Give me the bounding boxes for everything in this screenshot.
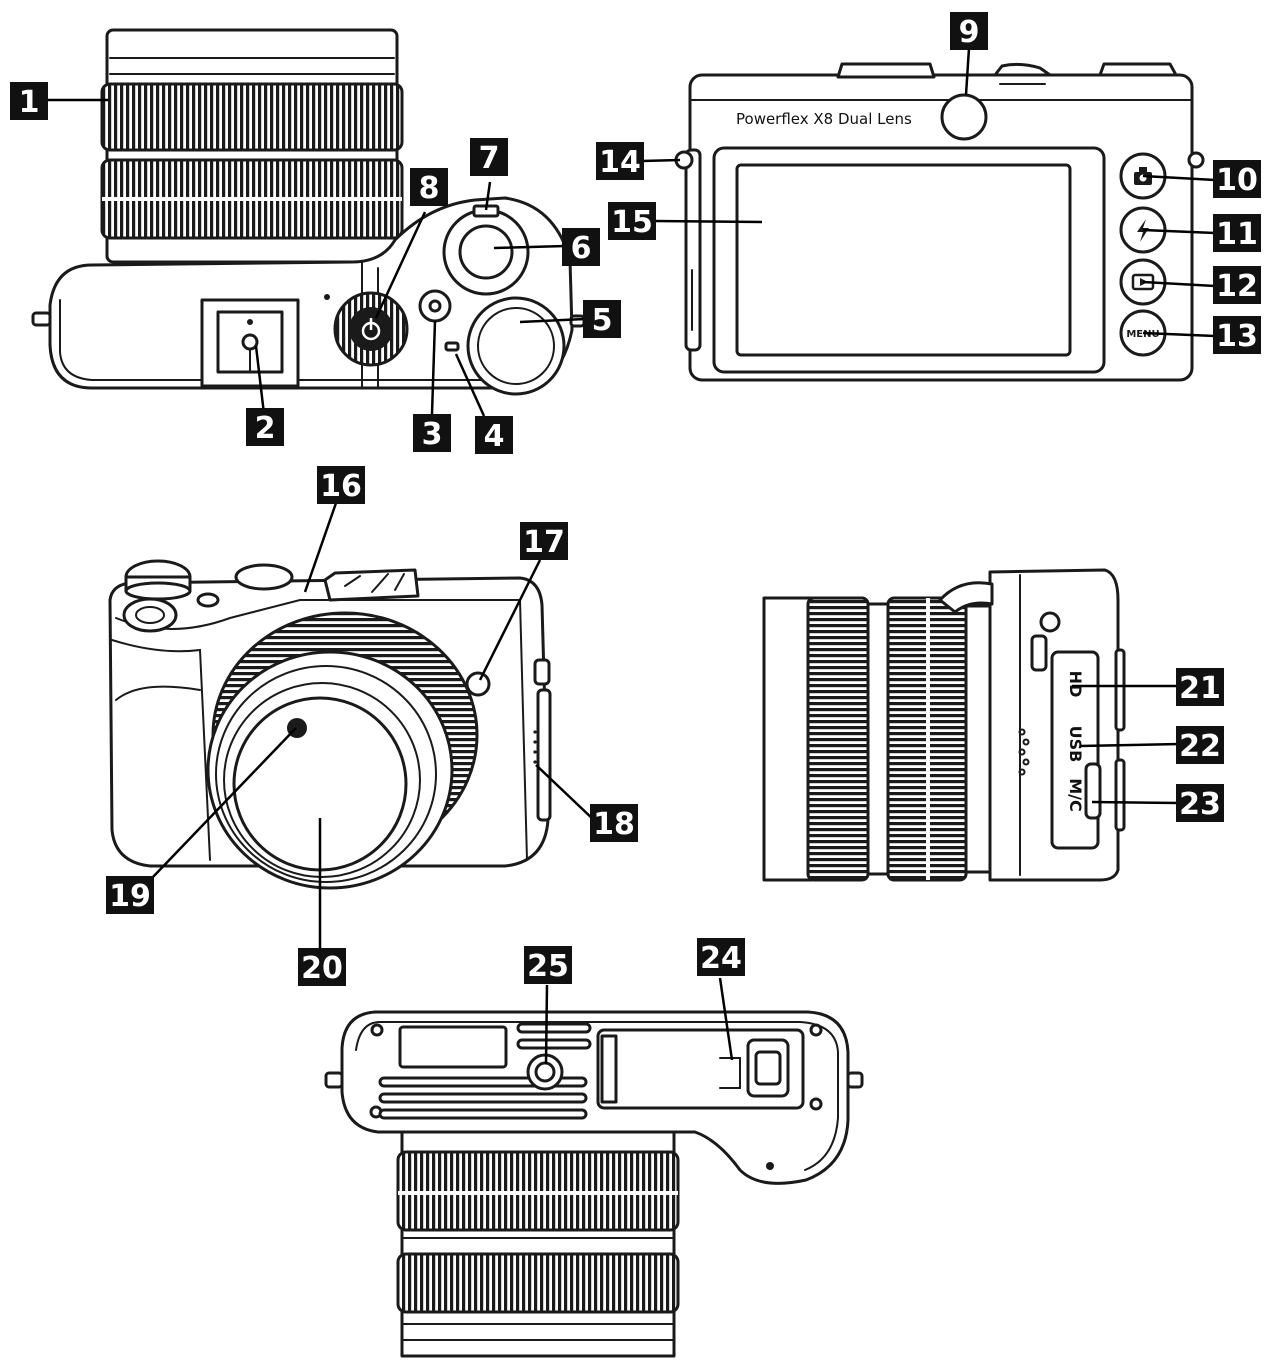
svg-text:13: 13 [1216, 319, 1258, 354]
callout-8: 8 [410, 168, 448, 206]
svg-text:24: 24 [700, 941, 742, 976]
front-lens-window [940, 93, 988, 141]
front-lens-assembly [206, 611, 479, 890]
zoom-ring[interactable] [100, 82, 404, 152]
callout-5: 5 [583, 300, 621, 338]
callout-12: 12 [1213, 266, 1261, 304]
front-hot-shoe [323, 568, 420, 602]
callout-23: 23 [1176, 784, 1224, 822]
svg-text:3: 3 [422, 417, 443, 452]
svg-text:1: 1 [19, 85, 40, 120]
svg-text:2: 2 [255, 411, 276, 446]
side-zoom-ring [806, 596, 870, 882]
mode-dial[interactable] [466, 296, 566, 396]
back-view: Powerflex X8 Dual Lens [674, 62, 1205, 382]
memory-card-label: M/C [1066, 778, 1085, 812]
bottom-view [324, 1010, 864, 1358]
vents [378, 1022, 592, 1120]
callout-17: 17 [520, 522, 568, 560]
model-label: Powerflex X8 Dual Lens [736, 110, 912, 128]
wifi-button[interactable] [418, 289, 452, 323]
svg-text:16: 16 [320, 469, 362, 504]
svg-text:10: 10 [1216, 163, 1258, 198]
callout-15: 15 [608, 202, 656, 240]
svg-text:20: 20 [301, 951, 343, 986]
callout-6: 6 [562, 228, 600, 266]
lcd-screen[interactable] [735, 163, 1072, 357]
callout-9: 9 [950, 12, 988, 50]
callout-25: 25 [524, 946, 572, 984]
battery-door-latch[interactable] [754, 1050, 782, 1086]
callout-1: 1 [10, 82, 48, 120]
svg-text:17: 17 [523, 525, 565, 560]
svg-text:5: 5 [592, 303, 613, 338]
top-view [31, 28, 586, 396]
svg-text:14: 14 [599, 145, 641, 180]
menu-icon: MENU [1126, 329, 1159, 340]
svg-text:8: 8 [419, 171, 440, 206]
svg-text:18: 18 [593, 807, 635, 842]
callout-21: 21 [1176, 668, 1224, 706]
svg-text:25: 25 [527, 949, 569, 984]
svg-text:15: 15 [611, 205, 653, 240]
side-view: HD USB M/C [762, 568, 1126, 882]
power-button[interactable] [333, 291, 409, 367]
svg-text:19: 19 [109, 879, 151, 914]
svg-text:11: 11 [1216, 217, 1258, 252]
callout-16: 16 [317, 466, 365, 504]
callout-14: 14 [596, 142, 644, 180]
svg-text:6: 6 [571, 231, 592, 266]
svg-text:21: 21 [1179, 671, 1221, 706]
battery-door[interactable] [596, 1028, 805, 1110]
svg-text:12: 12 [1216, 269, 1258, 304]
callout-18: 18 [590, 804, 638, 842]
svg-text:23: 23 [1179, 787, 1221, 822]
callout-2: 2 [246, 408, 284, 446]
bottom-focus-ring [396, 1252, 680, 1314]
af-assist-lamp [465, 671, 491, 697]
hot-shoe [200, 298, 300, 388]
callout-3: 3 [413, 414, 451, 452]
speaker [1018, 728, 1030, 776]
callout-4: 4 [475, 416, 513, 454]
callout-7: 7 [470, 138, 508, 176]
microphone [533, 730, 537, 764]
callout-19: 19 [106, 876, 154, 914]
callout-24: 24 [697, 938, 745, 976]
indicator-light [444, 341, 460, 352]
callout-20: 20 [298, 948, 346, 986]
callout-22: 22 [1176, 726, 1224, 764]
svg-text:22: 22 [1179, 729, 1221, 764]
callout-11: 11 [1213, 214, 1261, 252]
svg-text:9: 9 [959, 15, 980, 50]
tripod-socket [526, 1053, 564, 1091]
svg-text:7: 7 [479, 141, 500, 176]
hdmi-port-label: HD [1066, 671, 1085, 698]
usb-port-label: USB [1066, 726, 1085, 763]
callout-10: 10 [1213, 160, 1261, 198]
leader-lines [47, 47, 1216, 1065]
shutter-button[interactable] [442, 204, 530, 296]
memory-card-slot[interactable] [1084, 762, 1102, 820]
front-view [108, 559, 552, 890]
svg-text:4: 4 [484, 419, 505, 454]
top-view-lens [100, 28, 404, 264]
callout-13: 13 [1213, 316, 1261, 354]
